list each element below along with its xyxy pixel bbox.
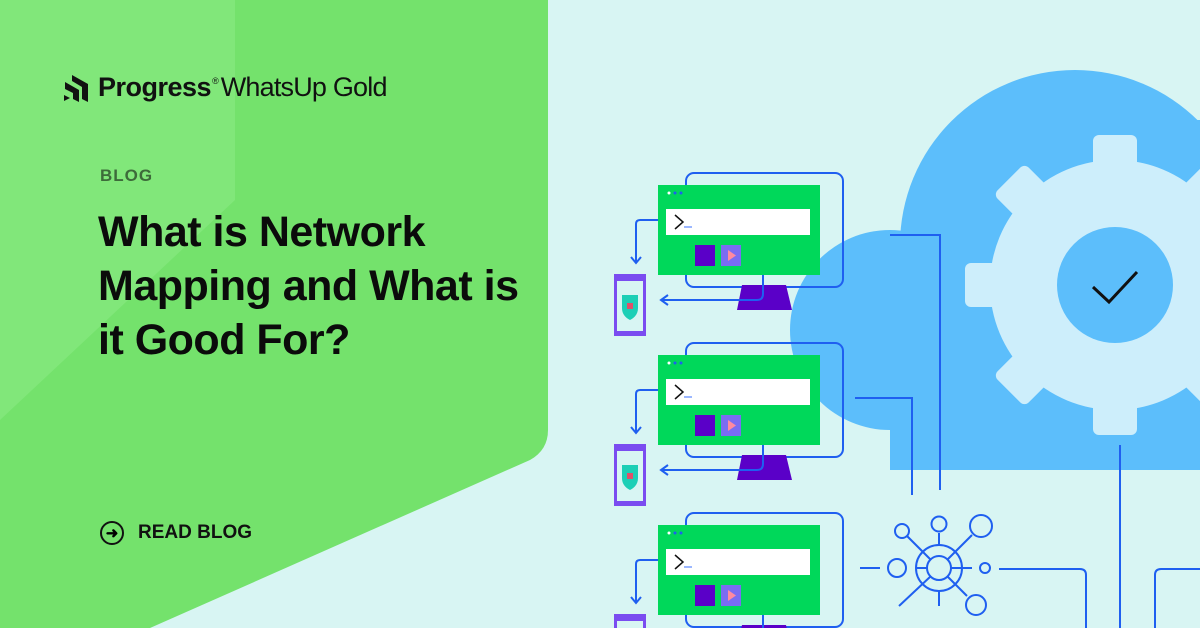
page-title: What is Network Mapping and What is it G… [98,208,519,364]
check-icon [1091,270,1139,305]
brand-company: Progress [98,72,212,102]
network-hub-icon [887,514,993,616]
brand-logo: Progress® WhatsUp Gold [62,72,387,103]
read-blog-button[interactable]: ➜ READ BLOG [100,521,252,545]
arrow-right-circle-icon: ➜ [100,521,124,545]
workstation-2 [614,343,843,506]
light-stripe [0,0,235,420]
read-blog-label: READ BLOG [138,522,252,543]
registered-mark: ® [212,75,219,86]
brand-product: WhatsUp Gold [220,72,388,102]
gear-icon [902,72,1200,498]
workstation-3 [614,512,844,628]
network-lines [855,234,1200,628]
progress-logo-icon [64,74,88,102]
eyebrow-label: BLOG [100,166,154,185]
